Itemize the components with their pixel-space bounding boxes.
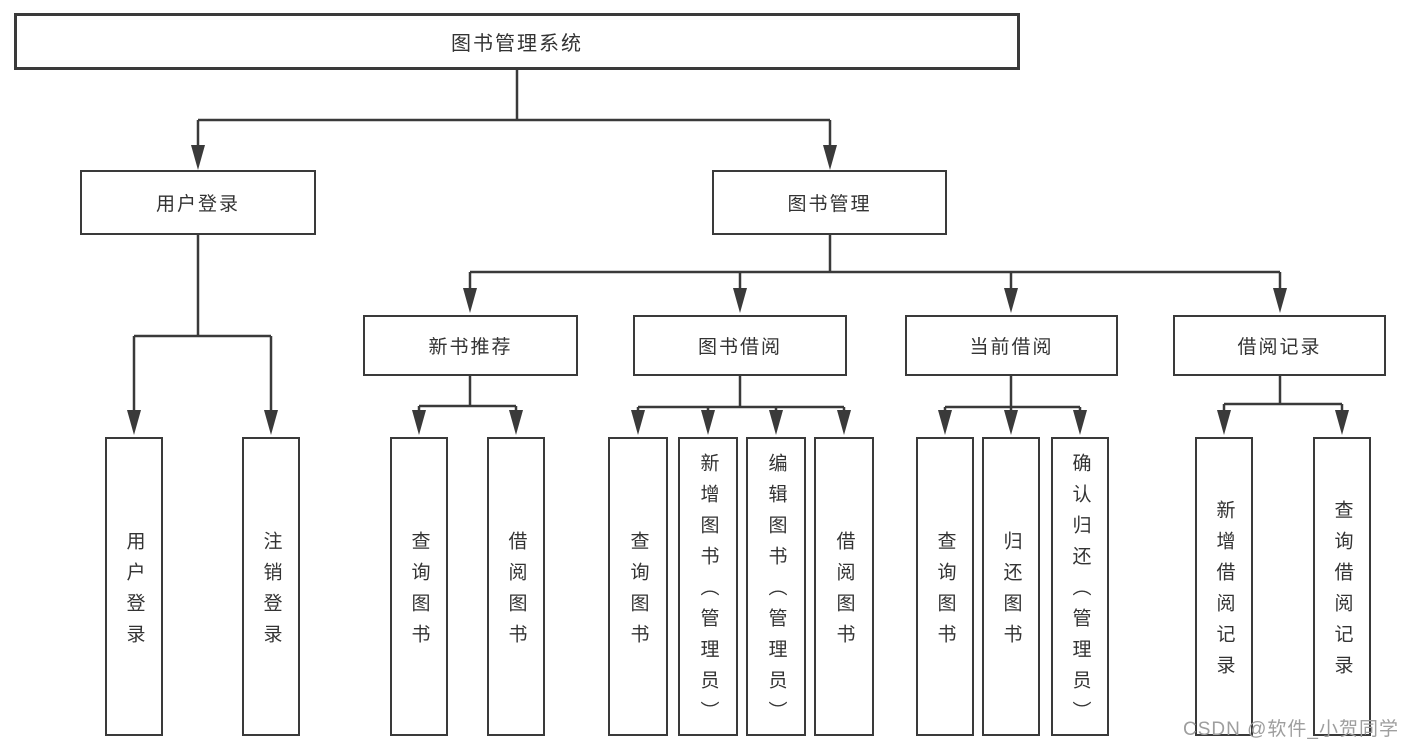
- node-book-management: 图书管理: [712, 170, 947, 235]
- leaf-label: 借阅图书: [833, 530, 855, 655]
- arrowhead: [701, 410, 715, 435]
- arrowhead: [1073, 410, 1087, 435]
- leaf-query-books-borrow: 查询图书: [608, 437, 668, 736]
- arrowhead: [509, 410, 523, 435]
- leaf-label: 新增借阅记录: [1213, 499, 1235, 686]
- arrowhead: [1273, 288, 1287, 313]
- arrowhead: [769, 410, 783, 435]
- leaf-label: 查询借阅记录: [1331, 499, 1353, 686]
- arrowhead: [191, 145, 205, 170]
- arrowhead: [127, 410, 141, 435]
- leaf-query-borrow-record: 查询借阅记录: [1313, 437, 1371, 736]
- arrowhead: [631, 410, 645, 435]
- node-book-borrow: 图书借阅: [633, 315, 847, 376]
- node-user-login: 用户登录: [80, 170, 316, 235]
- leaf-user-login: 用户登录: [105, 437, 163, 736]
- leaf-borrow-books: 借阅图书: [814, 437, 874, 736]
- arrowhead: [1335, 410, 1349, 435]
- arrowhead: [733, 288, 747, 313]
- node-root: 图书管理系统: [14, 13, 1020, 70]
- leaf-label: 注销登录: [260, 530, 282, 655]
- arrowhead: [837, 410, 851, 435]
- leaf-label: 查询图书: [408, 530, 430, 655]
- leaf-label: 编辑图书（管理员）: [765, 453, 787, 732]
- leaf-add-book-admin: 新增图书（管理员）: [678, 437, 738, 736]
- node-current-borrow: 当前借阅: [905, 315, 1118, 376]
- leaf-label: 归还图书: [1000, 530, 1022, 655]
- leaf-add-borrow-record: 新增借阅记录: [1195, 437, 1253, 736]
- leaf-confirm-return-admin: 确认归还（管理员）: [1051, 437, 1109, 736]
- leaf-return-books: 归还图书: [982, 437, 1040, 736]
- arrowhead: [938, 410, 952, 435]
- leaf-label: 新增图书（管理员）: [697, 453, 719, 732]
- arrowhead: [463, 288, 477, 313]
- arrowhead: [1004, 288, 1018, 313]
- arrowhead: [823, 145, 837, 170]
- arrowhead: [1217, 410, 1231, 435]
- leaf-query-books-recommend: 查询图书: [390, 437, 448, 736]
- node-borrow-records: 借阅记录: [1173, 315, 1386, 376]
- leaf-label: 查询图书: [627, 530, 649, 655]
- leaf-label: 用户登录: [123, 530, 145, 655]
- leaf-borrow-books-recommend: 借阅图书: [487, 437, 545, 736]
- arrowhead: [412, 410, 426, 435]
- leaf-label: 借阅图书: [505, 530, 527, 655]
- leaf-edit-book-admin: 编辑图书（管理员）: [746, 437, 806, 736]
- node-new-book-recommend: 新书推荐: [363, 315, 578, 376]
- leaf-logout: 注销登录: [242, 437, 300, 736]
- leaf-query-books-current: 查询图书: [916, 437, 974, 736]
- arrowhead: [1004, 410, 1018, 435]
- arrowhead: [264, 410, 278, 435]
- leaf-label: 确认归还（管理员）: [1069, 453, 1091, 732]
- leaf-label: 查询图书: [934, 530, 956, 655]
